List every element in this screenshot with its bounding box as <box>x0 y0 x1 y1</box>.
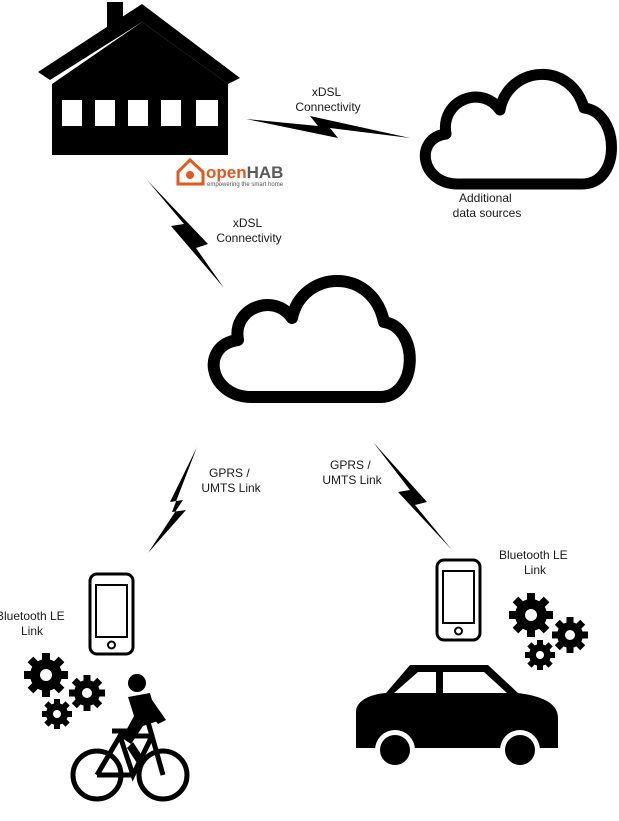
openhab-logo: openHAB empowering the smart home <box>176 157 284 188</box>
logo-tagline: empowering the smart home <box>207 182 284 188</box>
smartphone-icon-right <box>435 558 482 642</box>
lightning-gprs-left-icon <box>148 447 197 553</box>
cloud-icon-additional-sources <box>419 68 617 190</box>
gears-icon-right <box>509 593 588 670</box>
cyclist-icon <box>70 674 190 802</box>
gprs-left-label: GPRS / UMTS Link <box>201 466 261 495</box>
gprs-right-label: GPRS / UMTS Link <box>322 458 382 487</box>
bluetooth-left-label: Bluetooth LE Link <box>0 609 68 638</box>
svg-text:openHAB: openHAB <box>206 163 283 182</box>
cloud-icon-central <box>207 275 416 403</box>
house-icon <box>38 2 240 155</box>
bluetooth-right-label: Bluetooth LE Link <box>499 548 571 577</box>
gears-icon-left <box>24 653 105 729</box>
openhab-house-icon <box>176 157 205 186</box>
xdsl-top-label: xDSL Connectivity <box>295 85 360 114</box>
lightning-xdsl-horizontal-icon <box>246 116 410 138</box>
logo-hab-text: HAB <box>247 163 284 182</box>
logo-open-text: open <box>206 163 247 182</box>
smartphone-icon-left <box>88 572 135 656</box>
additional-sources-label: Additional data sources <box>453 191 522 220</box>
lightning-xdsl-diagonal-icon <box>147 180 224 288</box>
lightning-gprs-right-icon <box>373 442 452 550</box>
xdsl-left-label: xDSL Connectivity <box>216 216 281 245</box>
car-icon <box>356 665 558 770</box>
